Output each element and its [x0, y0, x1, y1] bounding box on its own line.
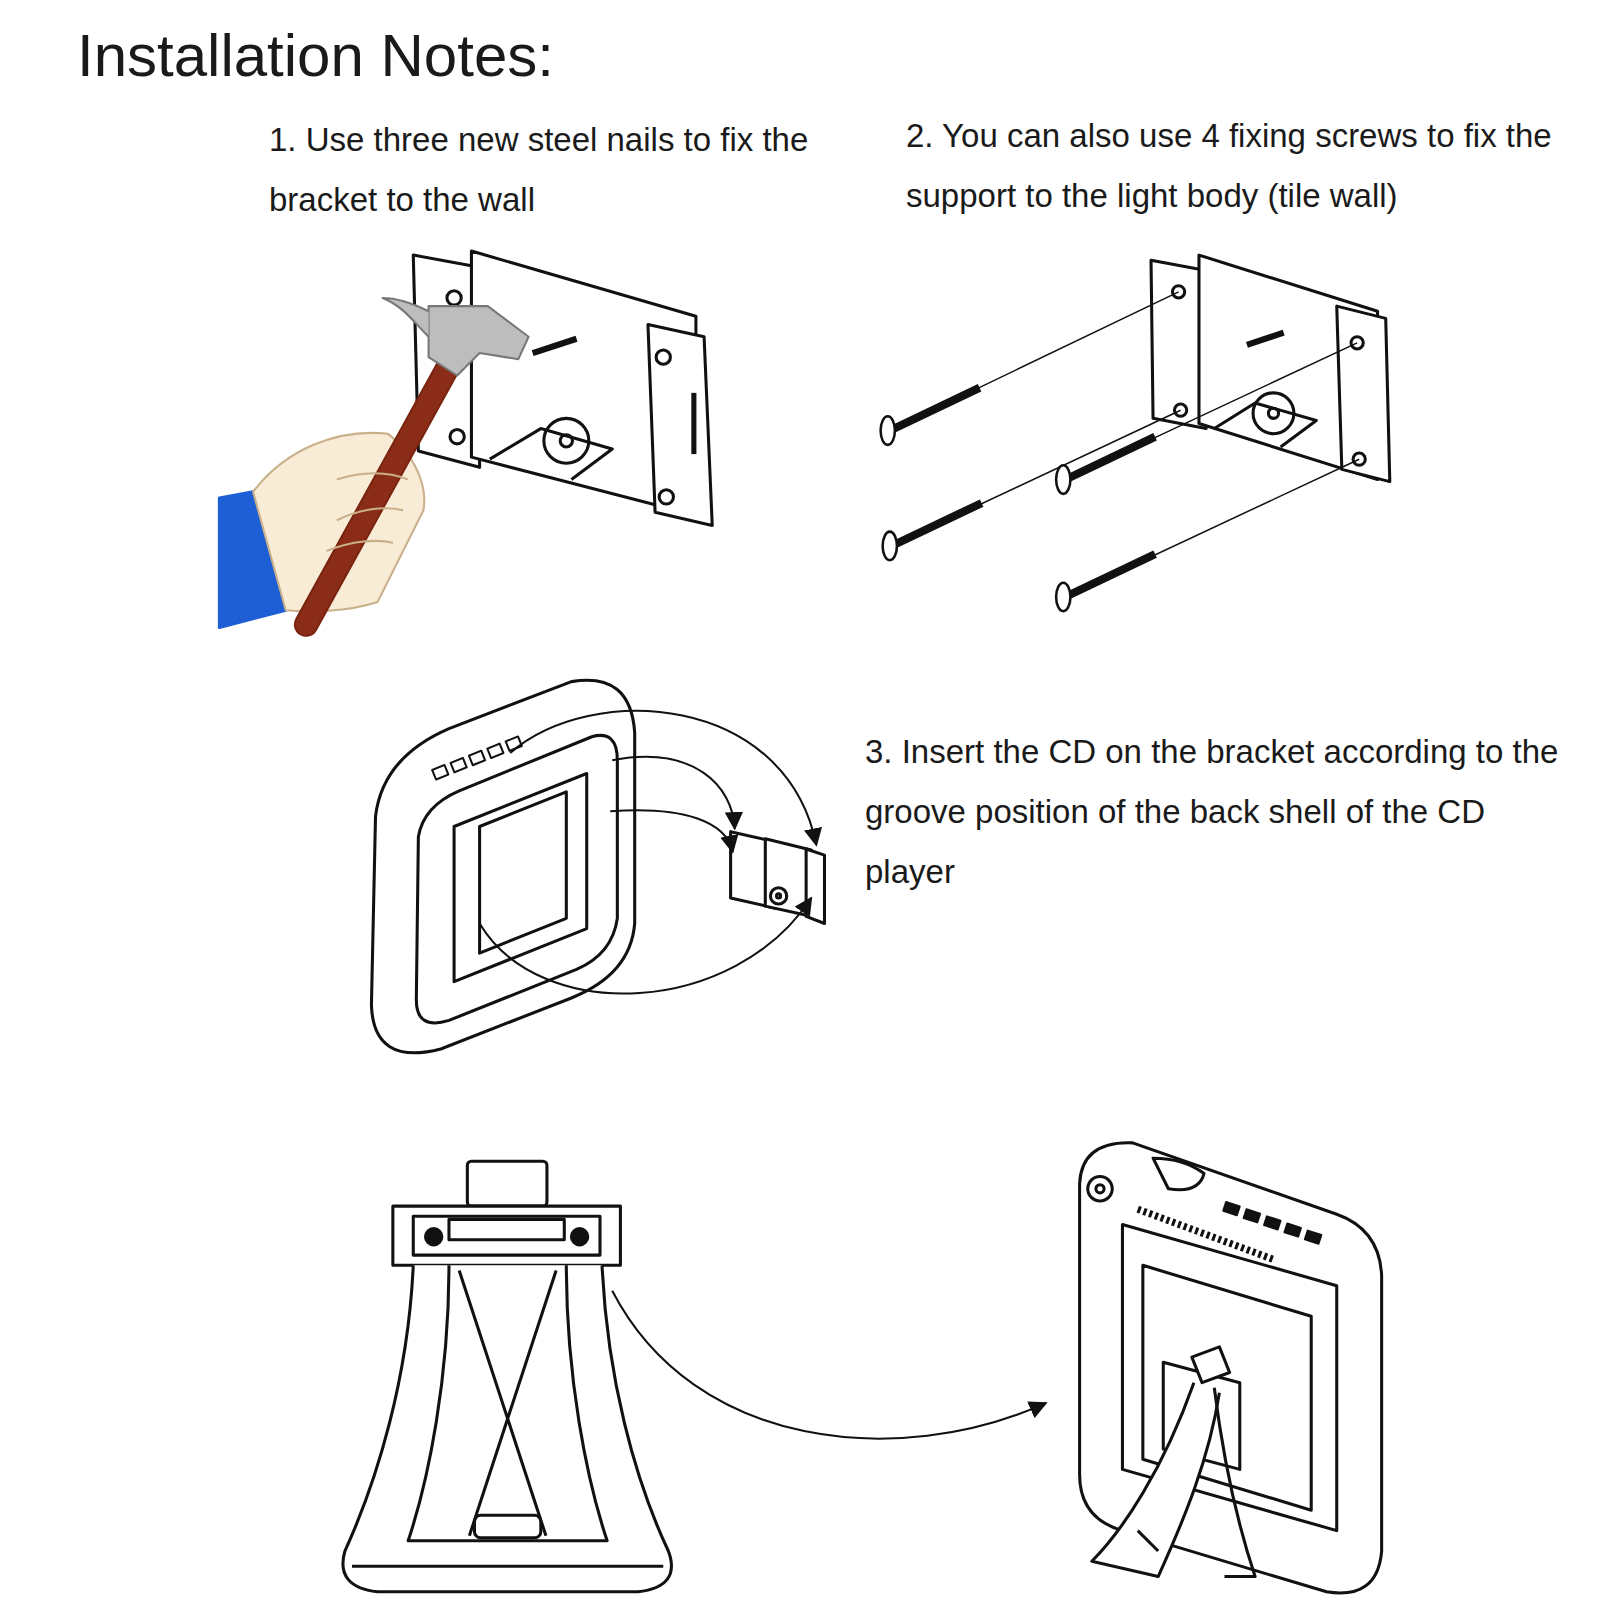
cd-stand [571, 1229, 587, 1245]
cd-player-back [480, 898, 812, 994]
cd-stand [459, 1270, 556, 1535]
instruction-note: 1. Use three new steel nails to fix the … [269, 110, 840, 230]
screws [890, 292, 1179, 431]
cd-stand [612, 1291, 1046, 1439]
cd-player-back [777, 894, 781, 898]
cd-stand [449, 1219, 564, 1239]
wall-bracket [648, 324, 712, 525]
cd-player-back [371, 680, 634, 1053]
page-title: Installation Notes: [77, 20, 554, 92]
screws [1065, 343, 1357, 480]
screw-bracket [1353, 453, 1365, 465]
cd-stand [393, 1206, 621, 1265]
cd-stand [343, 1161, 1046, 1592]
cd-stand [343, 1265, 672, 1592]
cd-player-back [416, 735, 617, 1023]
cd-stand [352, 1565, 663, 1568]
wall-bracket [656, 350, 670, 364]
screws [883, 532, 897, 561]
cd-player-front [1138, 1209, 1276, 1260]
screws [1065, 554, 1155, 597]
cd-player-front [1080, 1143, 1382, 1593]
screws [1056, 465, 1070, 494]
cd-stand [408, 1265, 607, 1541]
screws [892, 410, 1181, 546]
screws [890, 388, 980, 431]
cd-player-back [432, 736, 522, 779]
wall-bracket [490, 429, 612, 480]
cd-player-back [469, 751, 485, 765]
illustration [219, 251, 1389, 1593]
cd-player-back [770, 888, 786, 904]
hammer-hand [383, 298, 429, 337]
cd-stand [467, 1161, 547, 1206]
screws [892, 503, 982, 546]
cd-player-front [1264, 1216, 1280, 1229]
hammer-hand [306, 365, 449, 624]
cd-stand [474, 1515, 540, 1537]
instruction-note: 2. You can also use 4 fixing screws to f… [906, 106, 1585, 226]
wall-bracket [450, 430, 464, 444]
cd-player-back [612, 757, 734, 829]
cd-player-back [765, 839, 811, 917]
wall-bracket [413, 251, 712, 525]
cd-player-back [487, 744, 503, 758]
wall-bracket [533, 339, 577, 353]
cd-player-front [1088, 1177, 1112, 1201]
cd-player-back [432, 765, 448, 779]
screw-bracket [1214, 403, 1316, 447]
hammer-hand [219, 298, 528, 628]
cd-player-back [480, 792, 567, 953]
cd-stand [426, 1229, 442, 1245]
cd-player-front [1138, 1531, 1158, 1551]
hammer-hand [429, 306, 529, 375]
screws [1056, 583, 1070, 612]
cd-player-front [1153, 1158, 1204, 1190]
wall-bracket [659, 490, 673, 504]
wall-bracket [447, 291, 461, 305]
cd-player-front [1223, 1202, 1321, 1244]
cd-player-front [1223, 1202, 1239, 1215]
screw-bracket [1351, 337, 1363, 349]
cd-player-back [371, 680, 824, 1053]
screws [1065, 437, 1155, 480]
hammer-hand [327, 473, 409, 551]
cd-player-front [1214, 1388, 1255, 1577]
cd-player-front [1305, 1231, 1321, 1244]
cd-stand [413, 1216, 600, 1255]
cd-player-front [1284, 1224, 1300, 1237]
cd-player-front [1080, 1143, 1382, 1593]
cd-player-back [510, 711, 816, 845]
screw-bracket [1337, 306, 1390, 482]
cd-player-back [610, 810, 732, 852]
screw-bracket [881, 255, 1390, 611]
cd-player-back [454, 773, 587, 981]
cd-player-back [806, 849, 824, 923]
cd-player-back [451, 758, 467, 772]
cd-player-front [1192, 1347, 1230, 1383]
instruction-note: 3. Insert the CD on the bracket accordin… [865, 722, 1584, 902]
cd-player-front [1244, 1209, 1260, 1222]
screws [1065, 459, 1359, 597]
cd-player-front [1092, 1383, 1220, 1577]
cd-player-back [506, 736, 522, 750]
hammer-hand [306, 365, 449, 624]
cd-player-front [1096, 1185, 1104, 1193]
screws [881, 292, 1360, 611]
screw-bracket [1247, 333, 1284, 345]
wall-bracket [691, 393, 696, 454]
screws [881, 416, 895, 445]
